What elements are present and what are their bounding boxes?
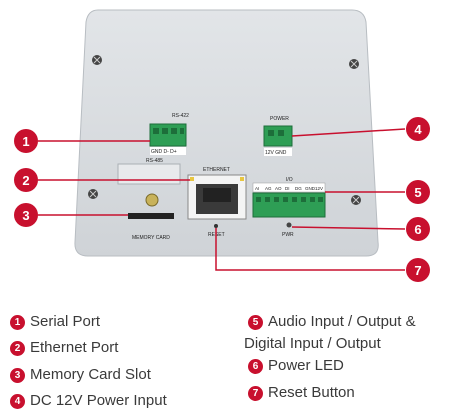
legend-label-continued: Digital Input / Output [244,335,381,352]
legend-number-badge: 5 [248,315,263,330]
io-pin-label: DG [295,186,302,191]
io-title: I/O [286,177,293,183]
serial-port-terminal: RS-422 GND D- D+ RS-485 [146,113,189,164]
legend-number-badge: 1 [10,315,25,330]
power-pins-label: 12V GND [265,150,287,156]
legend-number-badge: 3 [10,368,25,383]
legend-label: DC 12V Power Input [30,392,167,409]
callout-badge-3: 3 [14,203,38,227]
legend-label: Ethernet Port [30,339,119,356]
legend-label: Audio Input / Output & [268,313,416,330]
screw-icon [88,189,98,199]
legend-item-power-led: 6 Power LED [248,356,344,376]
callout-lines [38,128,406,271]
svg-text:1: 1 [22,134,29,149]
legend-item-audio-digital-io: 5 Audio Input / Output & [248,312,416,332]
callout-badge-5: 5 [406,180,430,204]
svg-text:5: 5 [414,185,421,200]
camera-back-panel-diagram: RS-422 GND D- D+ RS-485 POWER 12V GND ET… [14,9,430,282]
svg-text:3: 3 [22,208,29,223]
svg-text:2: 2 [22,173,29,188]
serial-bottom-label: GND D- D+ [151,149,177,155]
svg-text:7: 7 [414,263,421,278]
bracket-plate [117,163,181,185]
legend-item-reset-button: 7 Reset Button [248,383,355,403]
legend-item-serial-port: 1 Serial Port [10,312,100,332]
io-pin-label: AI [255,186,259,191]
legend-number-badge: 2 [10,341,25,356]
serial-top-label: RS-422 [172,113,189,119]
legend-item-memory-card-slot: 3 Memory Card Slot [10,365,151,385]
svg-text:4: 4 [414,122,422,137]
ethernet-label: ETHERNET [203,167,230,173]
serial-port-name: RS-485 [146,158,163,164]
io-pin-label: DI [285,186,290,191]
legend-label: Memory Card Slot [30,366,151,383]
legend-label: Reset Button [268,384,355,401]
ground-screw-icon [145,193,159,207]
screw-icon [349,59,359,69]
callout-badge-7: 7 [406,258,430,282]
io-pin-label: GND [305,186,316,191]
callout-badge-4: 4 [406,117,430,141]
callout-badge-2: 2 [14,168,38,192]
reset-button [214,224,218,228]
svg-text:6: 6 [414,222,421,237]
screw-icon [92,55,102,65]
legend-item-ethernet-port: 2 Ethernet Port [10,338,118,358]
legend-label: Power LED [268,357,344,374]
legend-number-badge: 4 [10,394,25,409]
memory-label: MEMORY CARD [132,235,170,241]
legend-item-audio-digital-io-line2: Digital Input / Output [244,334,381,354]
callout-badge-1: 1 [14,129,38,153]
power-title: POWER [270,116,289,122]
io-pin-label: AO [275,186,282,191]
ethernet-port: ETHERNET [187,167,247,220]
legend-label: Serial Port [30,313,101,330]
io-pin-label: 12V [315,186,323,191]
callout-badge-6: 6 [406,217,430,241]
pwr-label: PWR [282,232,294,238]
legend-item-dc-power-input: 4 DC 12V Power Input [10,391,167,411]
legend-number-badge: 7 [248,386,263,401]
screw-icon [351,195,361,205]
memory-card-slot: MEMORY CARD [128,213,174,241]
legend-number-badge: 6 [248,359,263,374]
power-led [286,222,292,228]
io-pin-label: AG [265,186,272,191]
